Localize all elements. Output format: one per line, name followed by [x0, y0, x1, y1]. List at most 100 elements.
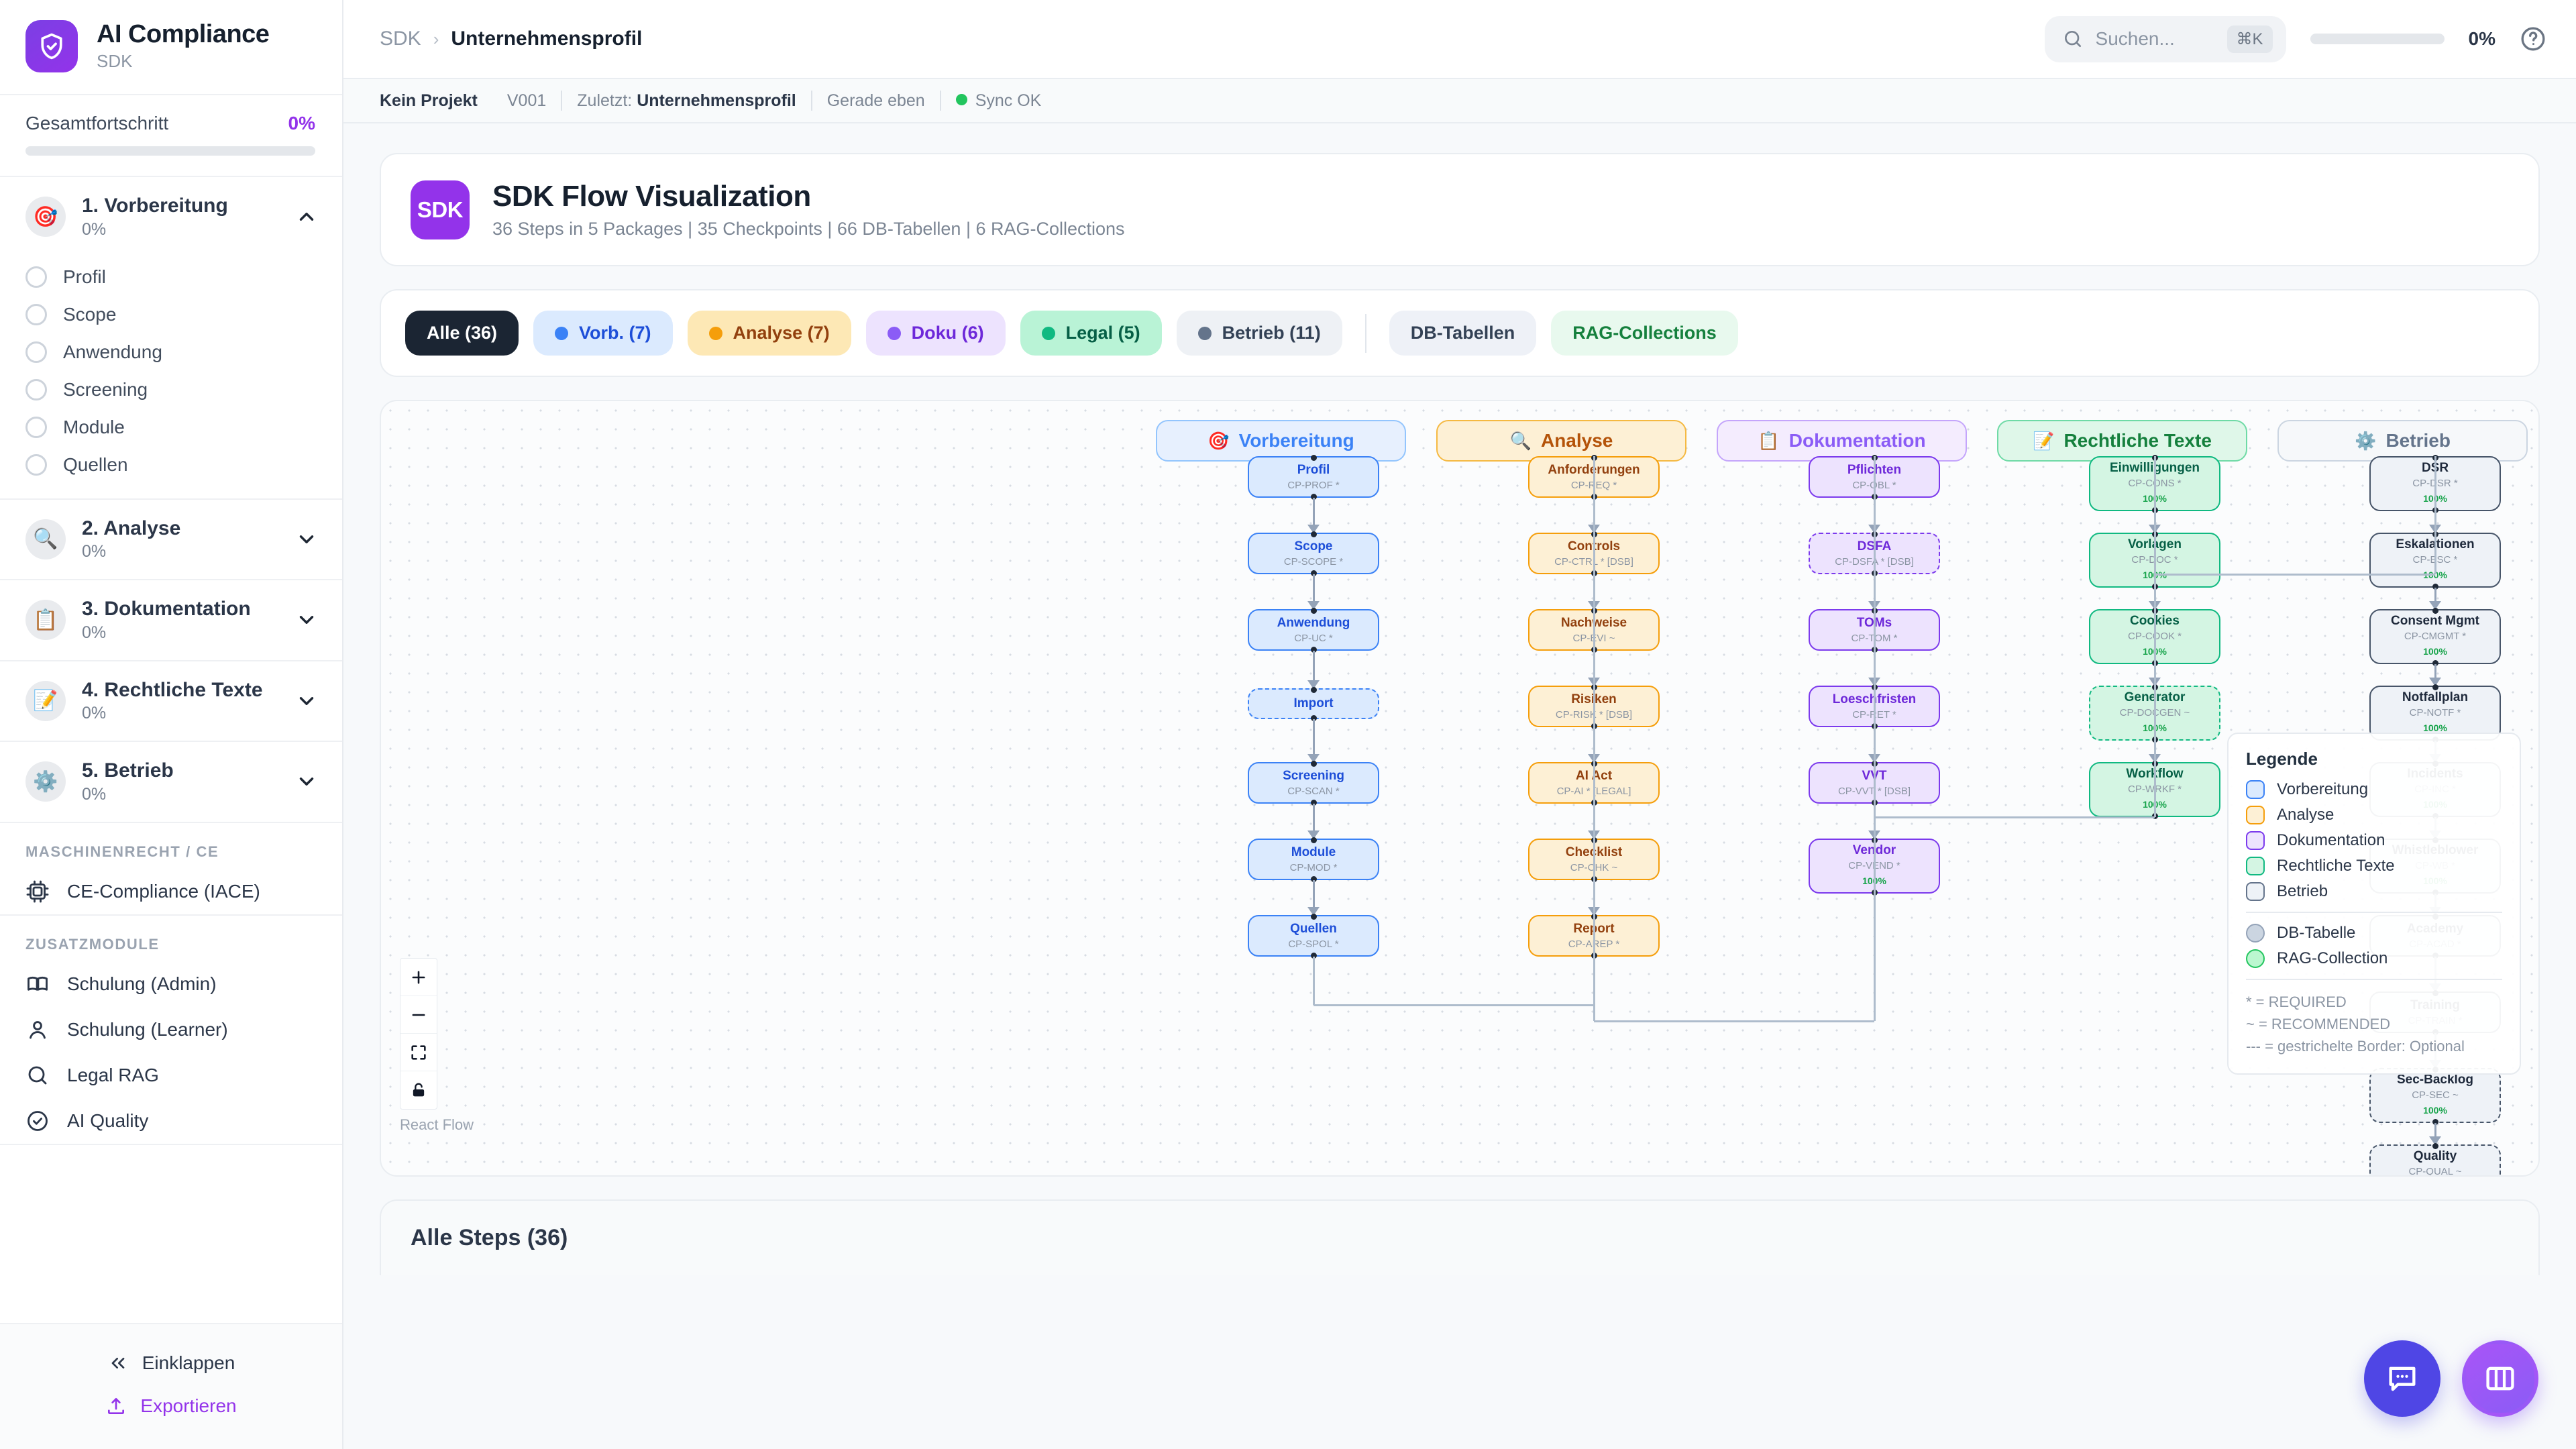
breadcrumb-root[interactable]: SDK	[380, 28, 421, 50]
step-status-radio[interactable]	[25, 303, 47, 325]
package-emoji-icon: 🔍	[25, 519, 66, 559]
flow-group-analyse[interactable]: 🔍Analyse	[1436, 420, 1686, 462]
node-handle-bottom[interactable]	[2432, 659, 2438, 666]
node-handle-top[interactable]	[1310, 760, 1317, 767]
filter-chip-rag-collections[interactable]: RAG-Collections	[1551, 311, 1738, 356]
node-handle-bottom[interactable]	[1310, 714, 1317, 721]
node-title: Anwendung	[1277, 615, 1350, 630]
node-handle-top[interactable]	[2432, 607, 2438, 614]
lock-toggle-button[interactable]	[400, 1071, 437, 1109]
sidebar-item-scope[interactable]: Scope	[0, 296, 342, 333]
node-handle-bottom[interactable]	[1310, 875, 1317, 882]
export-button[interactable]: Exportieren	[0, 1385, 342, 1428]
filter-chip-db-tabellen[interactable]: DB-Tabellen	[1389, 311, 1537, 356]
sidebar-item-schulung-admin[interactable]: Schulung (Admin)	[0, 961, 342, 1007]
filter-chip-betrieb-11[interactable]: Betrieb (11)	[1176, 311, 1342, 356]
flow-group-vorbereitung[interactable]: 🎯Vorbereitung	[1156, 420, 1406, 462]
flow-group-rechtliche-texte[interactable]: 📝Rechtliche Texte	[1997, 420, 2247, 462]
collapse-sidebar-button[interactable]: Einklappen	[0, 1342, 342, 1385]
node-handle-top[interactable]	[1310, 531, 1317, 537]
node-handle-bottom[interactable]	[1310, 952, 1317, 959]
legend-row: Analyse	[2246, 806, 2502, 824]
sidebar-item-ai-quality[interactable]: AI Quality	[0, 1098, 342, 1144]
filter-chip-legal-5[interactable]: Legal (5)	[1020, 311, 1162, 356]
node-handle-bottom[interactable]	[1310, 570, 1317, 576]
sidebar-item-profil[interactable]: Profil	[0, 258, 342, 296]
node-handle-bottom[interactable]	[1310, 493, 1317, 500]
node-handle-top[interactable]	[1310, 837, 1317, 843]
chat-fab[interactable]	[2364, 1340, 2440, 1417]
sidebar-item-ce-compliance-iace[interactable]: CE-Compliance (IACE)	[0, 869, 342, 914]
sidebar-item-anwendung[interactable]: Anwendung	[0, 333, 342, 371]
node-handle-top[interactable]	[2432, 684, 2438, 690]
user-icon	[30, 1020, 46, 1038]
search-input[interactable]: Suchen... ⌘K	[2044, 15, 2286, 62]
package-name: 5. Betrieb	[82, 759, 174, 782]
filter-chip-doku-6[interactable]: Doku (6)	[865, 311, 1006, 356]
sidebar-item-schulung-learner[interactable]: Schulung (Learner)	[0, 1007, 342, 1053]
filter-chip-analyse-7[interactable]: Analyse (7)	[687, 311, 851, 356]
node-handle-top[interactable]	[1310, 913, 1317, 920]
sidebar-item-quellen[interactable]: Quellen	[0, 446, 342, 484]
node-handle-bottom[interactable]	[1310, 799, 1317, 806]
sidebar-item-label: Anwendung	[63, 341, 162, 362]
node-handle-top[interactable]	[1310, 454, 1317, 461]
node-handle-bottom[interactable]	[2432, 583, 2438, 590]
overall-progress-value: 0%	[288, 113, 315, 133]
filter-chip-vorb-7[interactable]: Vorb. (7)	[533, 311, 673, 356]
package-progress: 0%	[82, 542, 107, 561]
filter-chip-alle-36[interactable]: Alle (36)	[405, 311, 519, 356]
legend-title: Legende	[2246, 749, 2318, 769]
step-status-radio[interactable]	[25, 416, 47, 438]
step-status-radio[interactable]	[25, 453, 47, 476]
sidebar-item-screening[interactable]: Screening	[0, 371, 342, 409]
sidebar-brand[interactable]: AI Compliance SDK	[0, 0, 342, 95]
package-progress: 0%	[82, 219, 107, 239]
step-status-radio[interactable]	[25, 266, 47, 288]
react-flow-attribution[interactable]: React Flow	[400, 1116, 474, 1133]
node-handle-top[interactable]	[2432, 1142, 2438, 1149]
node-progress-value: 100%	[2423, 570, 2447, 581]
fit-view-button[interactable]	[400, 1034, 437, 1071]
flow-group-betrieb[interactable]: ⚙️Betrieb	[2277, 420, 2528, 462]
node-handle-top[interactable]	[1310, 686, 1317, 693]
node-handle-top[interactable]	[1310, 607, 1317, 614]
chip-dot-icon	[555, 326, 569, 340]
zoom-in-button[interactable]	[400, 959, 437, 996]
package-emoji-icon: ⚙️	[25, 761, 66, 802]
step-status-radio[interactable]	[25, 378, 47, 400]
flow-canvas[interactable]: 🎯Vorbereitung 🔍Analyse 📋Dokumentation 📝Rech…	[380, 400, 2540, 1177]
node-handle-bottom[interactable]	[2432, 1118, 2438, 1125]
sidebar-item-module[interactable]: Module	[0, 409, 342, 446]
sidebar-item-label: Quellen	[63, 453, 128, 475]
help-circle-icon[interactable]	[2520, 25, 2546, 52]
flow-controls[interactable]	[400, 958, 437, 1110]
plus-icon	[412, 971, 425, 983]
node-title: Notfallplan	[2402, 690, 2469, 704]
panel-fab[interactable]	[2462, 1340, 2538, 1417]
step-status-radio[interactable]	[25, 341, 47, 363]
flow-group-dokumentation[interactable]: 📋Dokumentation	[1717, 420, 1967, 462]
node-code: CP-SCOPE *	[1283, 555, 1344, 568]
node-handle-bottom[interactable]	[1310, 646, 1317, 653]
sidebar-item-legal-rag[interactable]: Legal RAG	[0, 1053, 342, 1098]
legend-note: * = REQUIRED	[2246, 994, 2347, 1010]
zoom-out-button[interactable]	[400, 996, 437, 1034]
flow-node-import[interactable]: Import	[1248, 686, 1379, 721]
legend-swatch	[2246, 806, 2265, 824]
